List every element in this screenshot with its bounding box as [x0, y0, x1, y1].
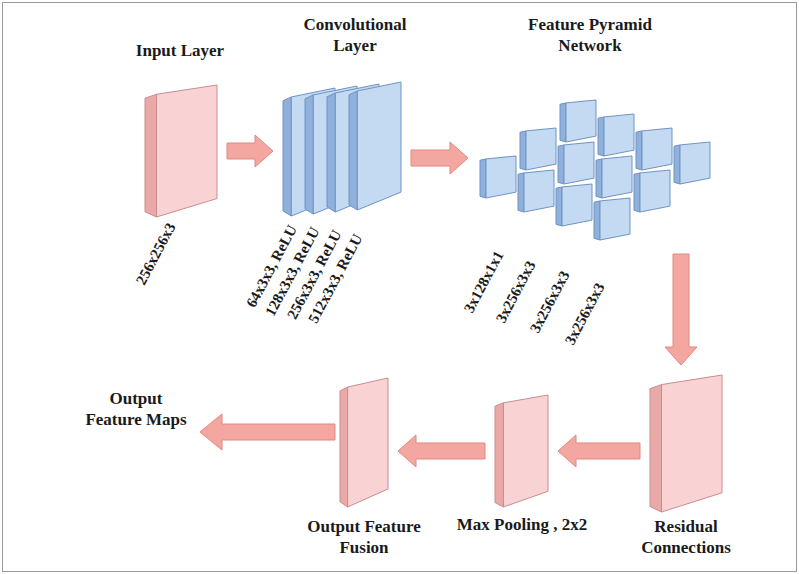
- flow-arrow: [665, 254, 697, 365]
- block-shape: [495, 395, 548, 507]
- slab-side: [598, 117, 604, 156]
- slab-front: [566, 100, 596, 142]
- slab-side: [650, 385, 662, 512]
- slab-side: [480, 159, 486, 198]
- slab-side: [518, 173, 524, 212]
- slab-side: [596, 159, 602, 198]
- block-shape: [650, 375, 722, 512]
- layer-title: Max Pooling , 2x2: [442, 514, 602, 535]
- output-label: Output Feature Maps: [81, 388, 191, 430]
- slab-side: [283, 97, 291, 216]
- layer-title: Output Feature Fusion: [299, 516, 429, 558]
- block-shape: [340, 378, 388, 507]
- flow-arrow: [411, 142, 468, 174]
- slab-front: [357, 82, 401, 210]
- slab-side: [349, 91, 357, 210]
- flow-arrow: [558, 435, 640, 467]
- slab-side: [327, 93, 335, 212]
- slab-front: [524, 170, 554, 212]
- slab-front: [564, 142, 594, 184]
- block-shape: [145, 85, 217, 217]
- slab-side: [636, 131, 642, 170]
- layer-title: Feature Pyramid Network: [515, 14, 665, 56]
- layer-spec: 3x256x3x3: [561, 280, 609, 348]
- slab-front: [604, 114, 634, 156]
- block-shape: [478, 98, 712, 244]
- layer-spec: 256x256x3: [132, 220, 180, 288]
- slab-side: [520, 131, 526, 170]
- slab-front: [486, 156, 516, 198]
- slab-front: [640, 170, 670, 212]
- layer-title: Convolutional Layer: [285, 14, 425, 56]
- slab-side: [560, 103, 566, 142]
- slab-front: [662, 375, 722, 512]
- slab-front: [602, 156, 632, 198]
- slab-front: [642, 128, 672, 170]
- slab-front: [526, 128, 556, 170]
- outer-frame: [3, 3, 797, 572]
- slab-side: [556, 187, 562, 226]
- layer-block: Feature Pyramid Network3x128x1x13x256x3x…: [478, 98, 712, 244]
- block-shape: [283, 80, 401, 218]
- slab-side: [674, 145, 680, 184]
- slab-front: [680, 142, 710, 184]
- layer-block: Residual Connections: [650, 375, 722, 512]
- flow-arrow: [227, 135, 273, 167]
- slab-front: [348, 378, 388, 507]
- layer-block: Max Pooling , 2x2: [495, 395, 548, 507]
- layer-title: Input Layer: [130, 40, 230, 61]
- flow-arrow: [398, 435, 485, 467]
- slab-front: [503, 395, 548, 507]
- output-arrow: [200, 414, 335, 450]
- arrow-body: [411, 142, 468, 174]
- layer-block: Output Feature Fusion: [340, 378, 388, 507]
- slab-side: [558, 145, 564, 184]
- slab-front: [562, 184, 592, 226]
- layer-block: Input Layer256x256x3: [145, 85, 217, 217]
- arrow-body: [558, 435, 640, 467]
- slab-side: [305, 95, 313, 214]
- slab-side: [340, 387, 348, 507]
- arrow-body: [227, 135, 273, 167]
- layer-block: Convolutional Layer64x3x3, ReLU128x3x3, …: [283, 80, 401, 218]
- slab-side: [145, 94, 157, 217]
- arrow-body: [398, 435, 485, 467]
- slab-side: [594, 201, 600, 240]
- slab-front: [157, 85, 217, 217]
- slab-front: [600, 198, 630, 240]
- layer-title: Residual Connections: [634, 516, 739, 558]
- arrow-body: [665, 254, 697, 365]
- slab-side: [495, 403, 503, 507]
- slab-side: [634, 173, 640, 212]
